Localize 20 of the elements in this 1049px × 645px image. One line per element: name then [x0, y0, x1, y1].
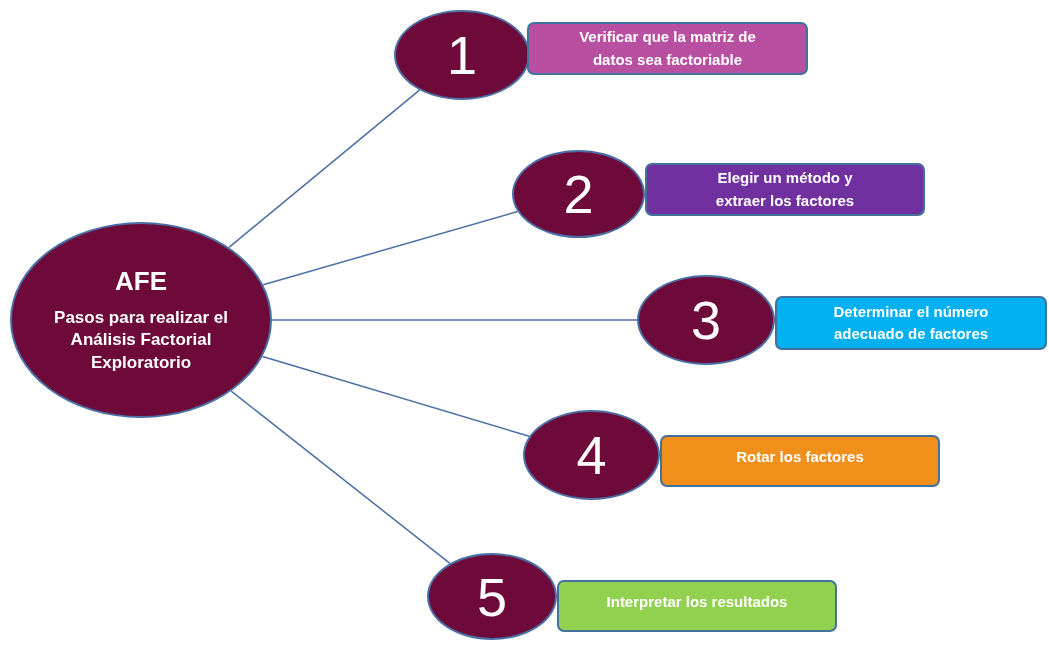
step-number: 2	[563, 163, 594, 225]
topic-description: Pasos para realizar el Análisis Factorial Exploratorio	[53, 307, 229, 374]
step-box	[775, 296, 1047, 350]
topic-title: AFE	[115, 266, 167, 298]
step-box	[645, 163, 925, 216]
connector-line	[271, 319, 638, 321]
step-text: Rotar los factores	[736, 446, 864, 467]
step-box	[527, 22, 808, 75]
connector-line	[228, 89, 421, 249]
step-box	[557, 580, 837, 632]
step-box	[660, 435, 940, 487]
step-text: Verificar que la matriz de datos sea factoriable	[579, 27, 756, 70]
step-text: Interpretar los resultados	[606, 591, 788, 612]
step-text: Determinar el número adecuado de factores	[832, 301, 990, 344]
step-number: 3	[690, 289, 721, 351]
step-number: 1	[446, 24, 477, 86]
step-text: Elegir un método y extraer los factores	[714, 168, 856, 211]
connector-line	[230, 390, 451, 565]
step-number: 4	[576, 424, 607, 486]
step-number: 5	[476, 565, 507, 628]
